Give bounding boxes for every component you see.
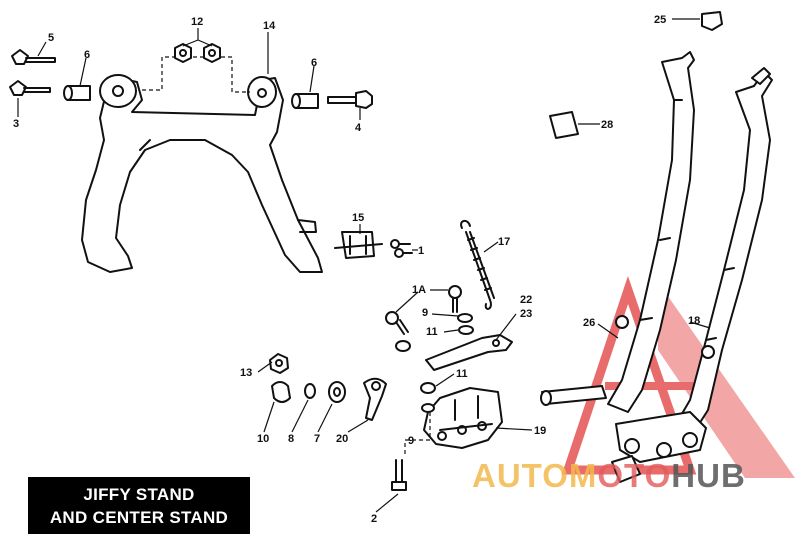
washer-part-8 (304, 383, 316, 399)
nut-part-11-upper (458, 325, 474, 335)
bushing-part-6-right (291, 93, 319, 109)
bolt-part-4 (327, 90, 373, 109)
callout-label-19: 19 (534, 425, 546, 437)
bolt-part-3 (9, 80, 51, 96)
callout-leaders (17, 18, 711, 513)
eye-link-part-20 (363, 377, 387, 421)
diagram-title-line-2: AND CENTER STAND (49, 507, 229, 527)
callout-label-20: 20 (336, 433, 348, 445)
watermark-text-part-3: HUB (671, 457, 746, 494)
assembly-guide-line (142, 56, 250, 93)
clip-part-15 (334, 231, 383, 259)
callout-label-1: 1 (418, 245, 424, 257)
nut-part-13 (269, 353, 289, 374)
screw-part-1 (390, 239, 413, 258)
callout-label-2: 2 (371, 513, 377, 525)
callout-label-11-lower: 11 (456, 368, 468, 380)
callout-label-14: 14 (263, 20, 276, 32)
callout-label-3: 3 (13, 118, 19, 130)
washer-part-7 (328, 381, 346, 403)
bolt-part-2 (391, 459, 407, 491)
callout-label-26: 26 (583, 317, 595, 329)
watermark-text-part-1: AUTOM (472, 457, 598, 494)
bolt-part-5 (11, 49, 56, 65)
jiffy-stand-part-26 (540, 51, 695, 413)
callout-label-15: 15 (352, 212, 364, 224)
watermark-text: AUTOMOTOHUB (472, 457, 792, 497)
jiffy-stand-part-18 (675, 67, 773, 433)
rubber-cap-part-25 (701, 11, 723, 31)
stand-arm-part-22 (425, 334, 513, 371)
callout-label-4: 4 (355, 122, 362, 134)
callout-label-23: 23 (520, 308, 532, 320)
spring-part-17 (460, 220, 495, 310)
watermark-text-part-2: OTO (597, 457, 672, 494)
callout-label-5: 5 (48, 32, 54, 44)
callout-label-9-upper: 9 (422, 307, 428, 319)
callout-label-25: 25 (654, 14, 666, 26)
callout-label-9-lower: 9 (408, 435, 414, 447)
washer-part-9-lower (421, 403, 435, 413)
callout-label-6-left: 6 (84, 49, 90, 61)
nut-part-11-lower (420, 382, 436, 394)
callout-label-11-upper: 11 (426, 326, 438, 338)
cap-nut-part-10 (271, 381, 291, 403)
callout-label-17: 17 (498, 236, 510, 248)
center-stand-frame (81, 74, 323, 273)
callout-label-1a: 1A (412, 284, 426, 296)
diagram-title-box: JIFFY STAND AND CENTER STAND (28, 477, 250, 534)
callout-label-12: 12 (191, 16, 203, 28)
washer-part-9-upper (395, 313, 473, 352)
nut-part-12 (174, 43, 221, 63)
callout-labels: 25 12 14 5 6 6 3 4 28 15 1 17 1A 9 11 22… (13, 14, 700, 525)
bushing-part-6-left (63, 85, 91, 101)
rubber-pad-part-28 (549, 111, 579, 139)
callout-label-28: 28 (601, 119, 613, 131)
callout-label-18: 18 (688, 315, 700, 327)
bracket-part-19 (423, 387, 503, 449)
pivot-mount (611, 411, 707, 483)
callout-label-7: 7 (314, 433, 320, 445)
assembly-guide-line-lower (404, 412, 431, 455)
callout-label-13: 13 (240, 367, 252, 379)
callout-label-22: 22 (520, 294, 532, 306)
callout-label-6-right: 6 (311, 57, 317, 69)
callout-label-8: 8 (288, 433, 294, 445)
diagram-title-line-1: JIFFY STAND (83, 484, 195, 504)
bolt-part-1a (385, 285, 462, 335)
callout-label-10: 10 (257, 433, 269, 445)
